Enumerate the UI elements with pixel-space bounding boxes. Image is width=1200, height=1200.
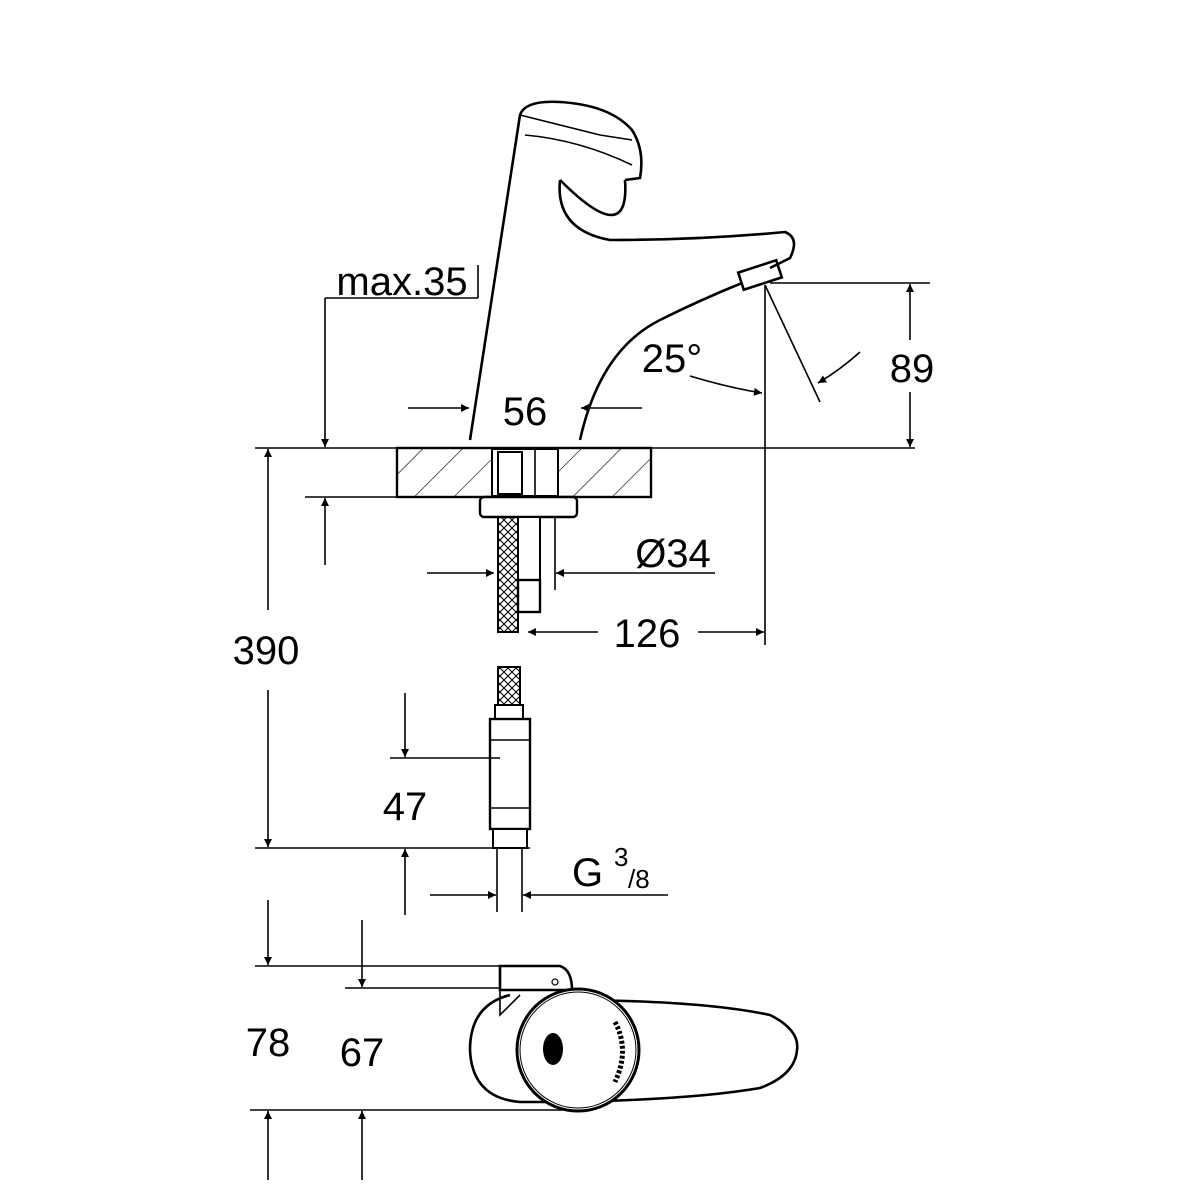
hose-and-fitting <box>488 666 532 912</box>
label-56: 56 <box>503 390 548 434</box>
dimension-78: 78 <box>246 900 291 1180</box>
label-thread-denominator: /8 <box>628 864 650 894</box>
dimension-56: 56 <box>408 390 642 434</box>
dimension-390: 390 <box>233 449 300 847</box>
label-25-degrees: 25° <box>642 337 703 381</box>
reference-lines <box>255 282 930 849</box>
dimension-67: 67 <box>340 920 385 1180</box>
faucet-side-view <box>468 100 796 441</box>
dimension-thread-g-3-8: G 3 /8 <box>430 842 668 899</box>
dimension-47: 47 <box>383 693 428 915</box>
label-thread-numerator: 3 <box>614 842 628 872</box>
dimension-89: 89 <box>890 284 935 447</box>
countertop-section <box>395 446 653 633</box>
dimension-126: 126 <box>528 612 764 656</box>
label-126: 126 <box>614 612 681 656</box>
dimension-25-degrees: 25° <box>642 337 861 396</box>
dimension-diameter-34: Ø34 <box>427 532 715 577</box>
faucet-top-view <box>250 964 799 1113</box>
label-78: 78 <box>246 1021 291 1065</box>
label-max-35: max.35 <box>336 260 467 304</box>
label-47: 47 <box>383 785 428 829</box>
label-diameter-34: Ø34 <box>635 532 711 576</box>
label-67: 67 <box>340 1031 385 1075</box>
dimension-max-35: max.35 <box>321 260 479 565</box>
label-89: 89 <box>890 347 935 391</box>
label-390: 390 <box>233 629 300 673</box>
label-thread-g: G <box>572 851 603 895</box>
